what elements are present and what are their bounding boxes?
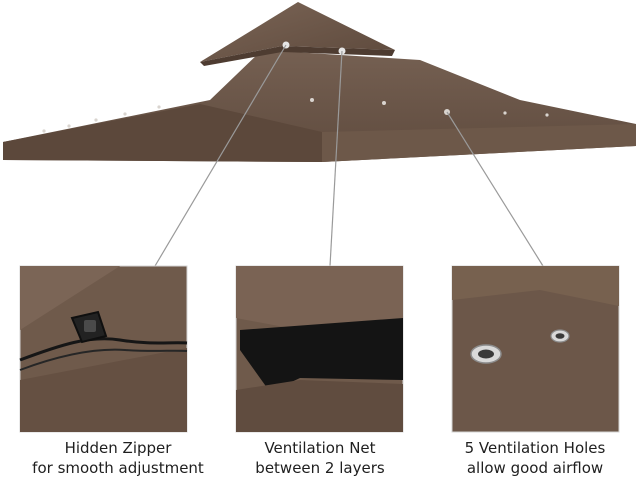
callout-line-net	[329, 50, 343, 267]
callout-line-zipper	[154, 44, 287, 267]
callout-line-holes	[446, 111, 544, 267]
feature-title: 5 Ventilation Holes	[464, 439, 606, 457]
callout-lines	[154, 44, 544, 267]
feature-subtitle: for smooth adjustment	[32, 459, 204, 477]
detail-panel-zipper	[19, 265, 188, 433]
feature-caption-zipper: Hidden Zipper for smooth adjustment	[23, 438, 213, 478]
canopy-vent-skirt	[200, 46, 395, 66]
feature-title: Ventilation Net	[264, 439, 376, 457]
detail-panel-holes	[451, 265, 620, 433]
feature-subtitle: between 2 layers	[255, 459, 385, 477]
canopy-right-edge	[322, 124, 636, 162]
feature-title: Hidden Zipper	[64, 439, 172, 457]
feature-subtitle: allow good airflow	[466, 459, 604, 477]
feature-caption-net: Ventilation Net between 2 layers	[225, 438, 415, 478]
grommet-icon	[470, 329, 570, 364]
detail-panel-net	[235, 265, 404, 433]
canopy-vent-tier	[200, 2, 395, 62]
canopy-top	[3, 2, 636, 162]
feature-caption-holes: 5 Ventilation Holes allow good airflow	[440, 438, 630, 478]
mesh-icon	[236, 318, 403, 432]
zipper-icon	[19, 310, 188, 371]
